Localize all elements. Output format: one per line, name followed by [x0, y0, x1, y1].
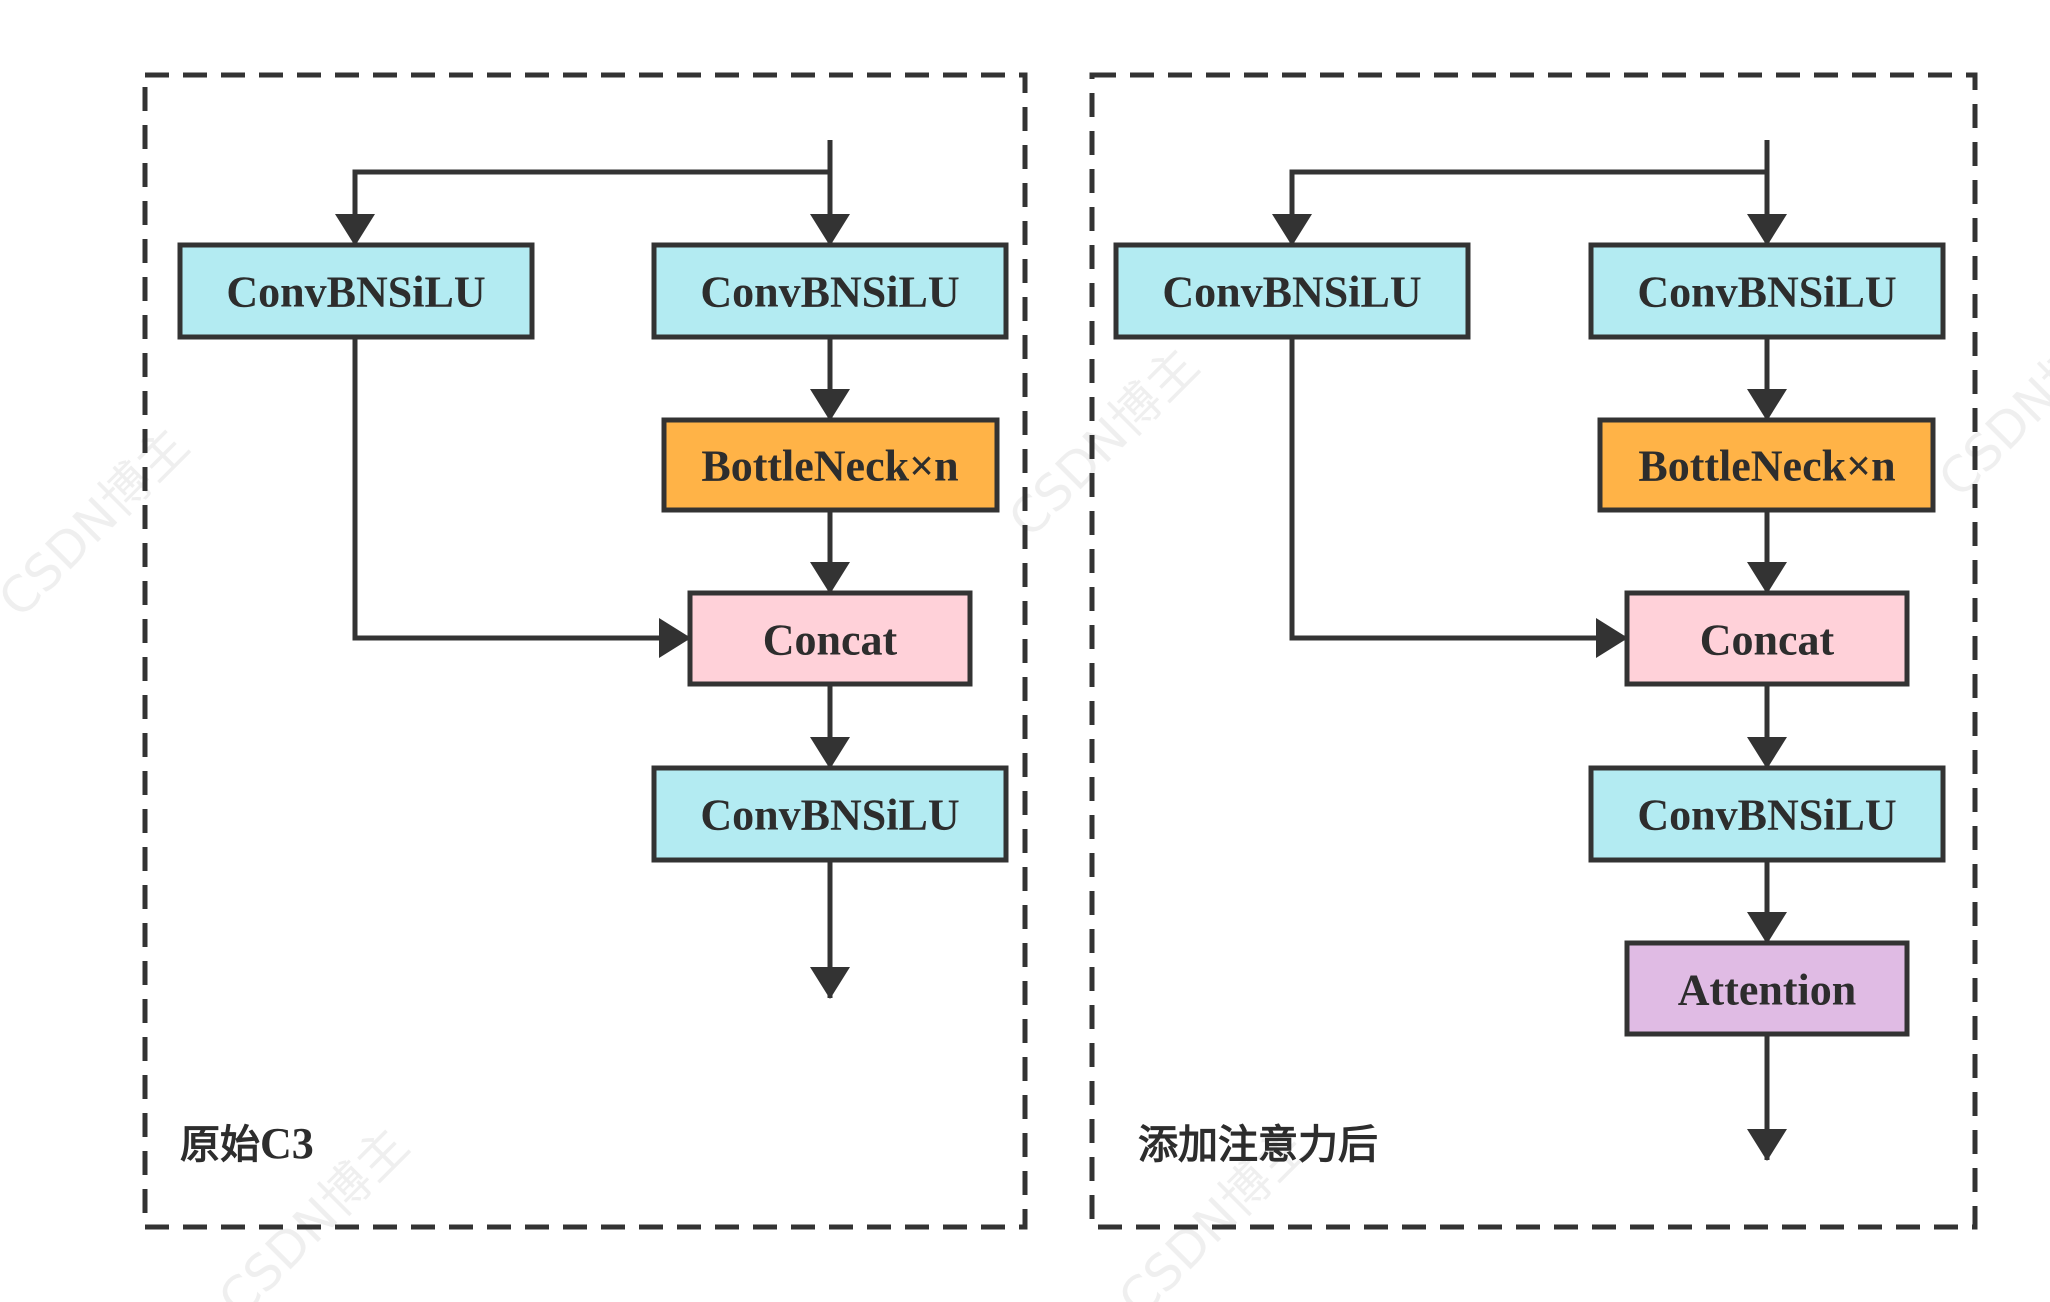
block-label: Concat — [763, 616, 898, 665]
caption-latin: C3 — [260, 1119, 314, 1168]
block-label: ConvBNSiLU — [1637, 268, 1896, 317]
block-label: Concat — [1700, 616, 1835, 665]
panel-with-attention: ConvBNSiLU ConvBNSiLU BottleNeck×n Conca… — [1089, 72, 1978, 1230]
block-label: ConvBNSiLU — [700, 268, 959, 317]
block-bottleneck: BottleNeck×n — [1597, 417, 1936, 513]
block-label: ConvBNSiLU — [226, 268, 485, 317]
block-concat: Concat — [687, 590, 973, 687]
block-conv-left: ConvBNSiLU — [177, 242, 535, 340]
watermark-text: CSDN博主 — [997, 336, 1210, 549]
block-label: Attention — [1678, 966, 1856, 1015]
block-attention: Attention — [1624, 940, 1910, 1037]
panel-caption: 添加注意力后 — [1138, 1122, 1378, 1168]
block-bottleneck: BottleNeck×n — [661, 417, 1000, 513]
block-conv-right: ConvBNSiLU — [651, 242, 1009, 340]
arrow-skip-to-concat — [1289, 337, 1628, 658]
arrow-skip-to-concat — [352, 337, 691, 658]
watermark-text: CSDN博主 — [0, 416, 200, 629]
caption-cn: 原始 — [180, 1122, 260, 1168]
block-conv-out: ConvBNSiLU — [651, 765, 1009, 863]
watermark-text: CSDN博主 — [1927, 296, 2050, 509]
block-label: ConvBNSiLU — [1637, 791, 1896, 840]
block-label: ConvBNSiLU — [700, 791, 959, 840]
block-label: BottleNeck×n — [1638, 442, 1895, 491]
panel-border — [1089, 72, 1978, 1230]
block-concat: Concat — [1624, 590, 1910, 687]
panel-caption: 原始C3 — [180, 1119, 314, 1168]
split-branch — [335, 169, 830, 246]
panel-border — [142, 72, 1028, 1230]
block-conv-left: ConvBNSiLU — [1113, 242, 1471, 340]
split-branch — [1272, 169, 1767, 246]
connectors — [1272, 140, 1787, 1161]
block-label: ConvBNSiLU — [1162, 268, 1421, 317]
block-label: BottleNeck×n — [701, 442, 958, 491]
block-conv-right: ConvBNSiLU — [1588, 242, 1946, 340]
block-conv-out: ConvBNSiLU — [1588, 765, 1946, 863]
panel-original-c3: ConvBNSiLU ConvBNSiLU BottleNeck×n Conca… — [142, 72, 1028, 1230]
connectors — [335, 140, 850, 999]
